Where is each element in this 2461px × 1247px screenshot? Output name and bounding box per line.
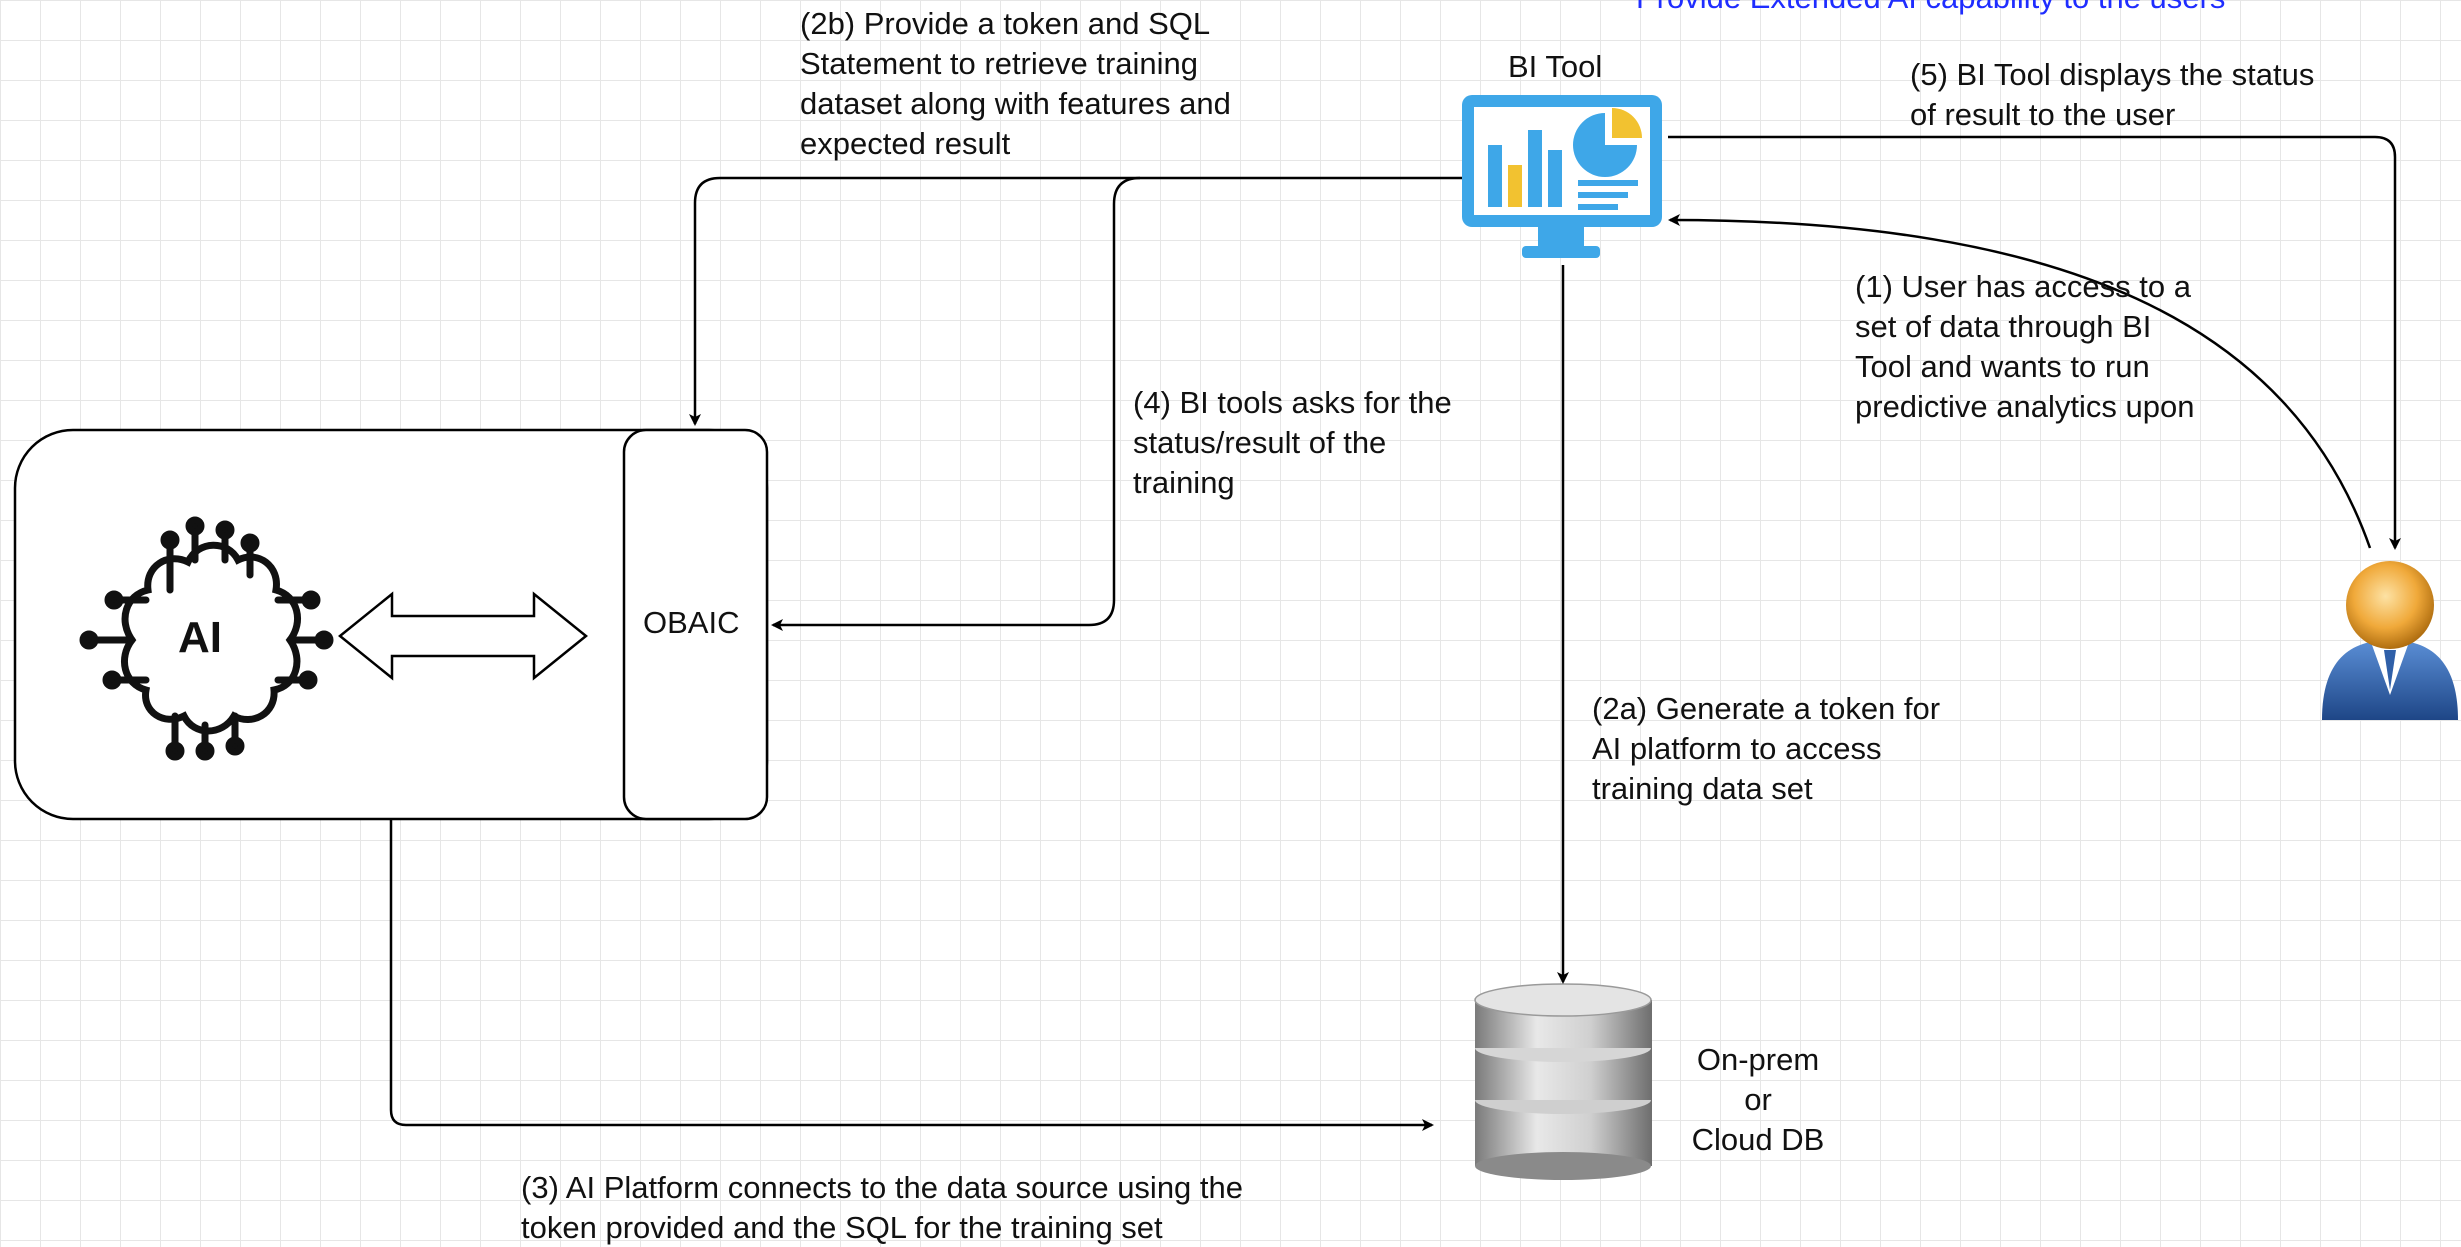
double-arrow-icon	[338, 591, 588, 681]
obaic-box[interactable]	[622, 428, 769, 821]
step-2a-label: (2a) Generate a token for AI platform to…	[1592, 691, 1941, 806]
step-1-label: (1) User has access to a set of data thr…	[1855, 269, 2195, 424]
obaic-label: OBAIC	[643, 605, 740, 640]
connector-4	[771, 176, 1141, 631]
step-3-label: (3) AI Platform connects to the data sou…	[521, 1170, 1244, 1245]
connector-2b	[689, 176, 1462, 426]
bi-tool-monitor-icon[interactable]	[1462, 95, 1662, 258]
step-2b-label: (2b) Provide a token and SQL Statement t…	[800, 6, 1231, 161]
db-label: On-prem or Cloud DB	[1691, 1042, 1825, 1157]
connector-1	[1668, 214, 2372, 549]
top-caption: Provide Extended AI capability to the us…	[1636, 0, 2225, 18]
step-4-label: (4) BI tools asks for the status/result …	[1133, 385, 1452, 500]
bi-tool-label: BI Tool	[1508, 49, 1603, 84]
user-icon[interactable]	[2322, 561, 2458, 720]
database-icon[interactable]	[1474, 983, 1652, 1180]
ai-brain-icon	[79, 516, 334, 761]
connector-3	[389, 819, 1434, 1131]
ai-icon-text: AI	[178, 613, 222, 662]
step-5-label: (5) BI Tool displays the status of resul…	[1910, 57, 2315, 132]
connector-5	[1668, 135, 2401, 550]
